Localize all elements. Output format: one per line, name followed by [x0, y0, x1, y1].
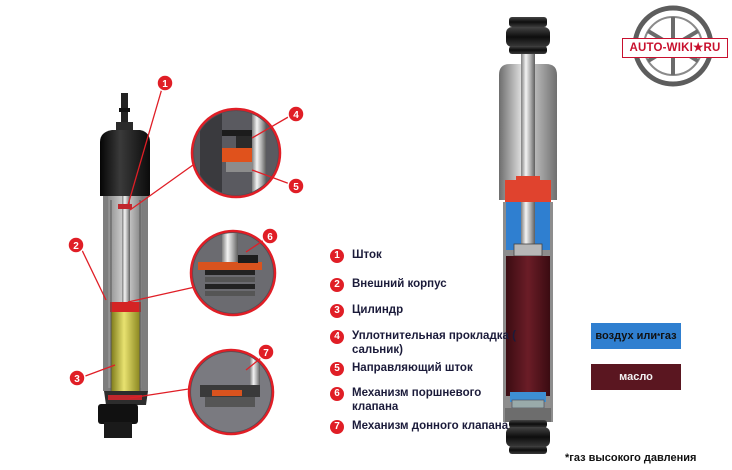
gas-legend-box: воздух или*газ: [591, 323, 681, 349]
svg-text:7: 7: [263, 348, 269, 359]
oil-legend-text: масло: [619, 371, 653, 383]
footnote: *газ высокого давления: [565, 452, 696, 464]
callout-5: 5: [287, 177, 305, 195]
legend-number: 1: [330, 249, 344, 263]
gas-legend-star: *: [657, 331, 661, 341]
gas-legend-suffix: газ: [660, 330, 677, 342]
legend-label: Механизм поршневого клапана: [352, 387, 482, 413]
svg-text:5: 5: [293, 182, 299, 193]
detail-piston-valve: [189, 229, 277, 317]
right-shock-absorber: [499, 17, 557, 454]
legend-label: Цилиндр: [352, 304, 404, 316]
callout-1: 1: [156, 74, 174, 92]
callout-4: 4: [287, 105, 305, 123]
callout-3: 3: [68, 369, 86, 387]
detail-seal: [190, 107, 291, 199]
svg-text:3: 3: [74, 374, 80, 385]
legend-number: 6: [330, 387, 344, 401]
footnote-text: газ высокого давления: [569, 452, 697, 464]
legend-number: 7: [330, 420, 344, 434]
legend-label: Механизм донного клапана: [352, 420, 509, 432]
legend-label: Направляющий шток: [352, 362, 473, 374]
left-shock-absorber: [98, 93, 150, 438]
oil-legend-box: масло: [591, 364, 681, 390]
legend-label: Уплотнительная прокладка ( сальник): [352, 330, 516, 356]
callout-7: 7: [257, 343, 275, 361]
legend-number: 4: [330, 330, 344, 344]
legend-number: 5: [330, 362, 344, 376]
gas-legend-text: воздух или: [595, 330, 658, 342]
legend-label: Шток: [352, 249, 382, 261]
leader-lines: [79, 84, 201, 399]
svg-text:2: 2: [73, 241, 79, 252]
logo-text: AUTO-WIKI★RU: [622, 38, 728, 58]
legend-label: Внешний корпус: [352, 278, 447, 290]
detail-bottom-valve: [187, 348, 275, 436]
callout-2: 2: [67, 236, 85, 254]
svg-text:1: 1: [162, 79, 168, 90]
svg-text:6: 6: [267, 232, 273, 243]
callout-6: 6: [261, 227, 279, 245]
legend-number: 2: [330, 278, 344, 292]
svg-text:4: 4: [293, 110, 299, 121]
footnote-star: *: [565, 452, 570, 464]
legend-number: 3: [330, 304, 344, 318]
